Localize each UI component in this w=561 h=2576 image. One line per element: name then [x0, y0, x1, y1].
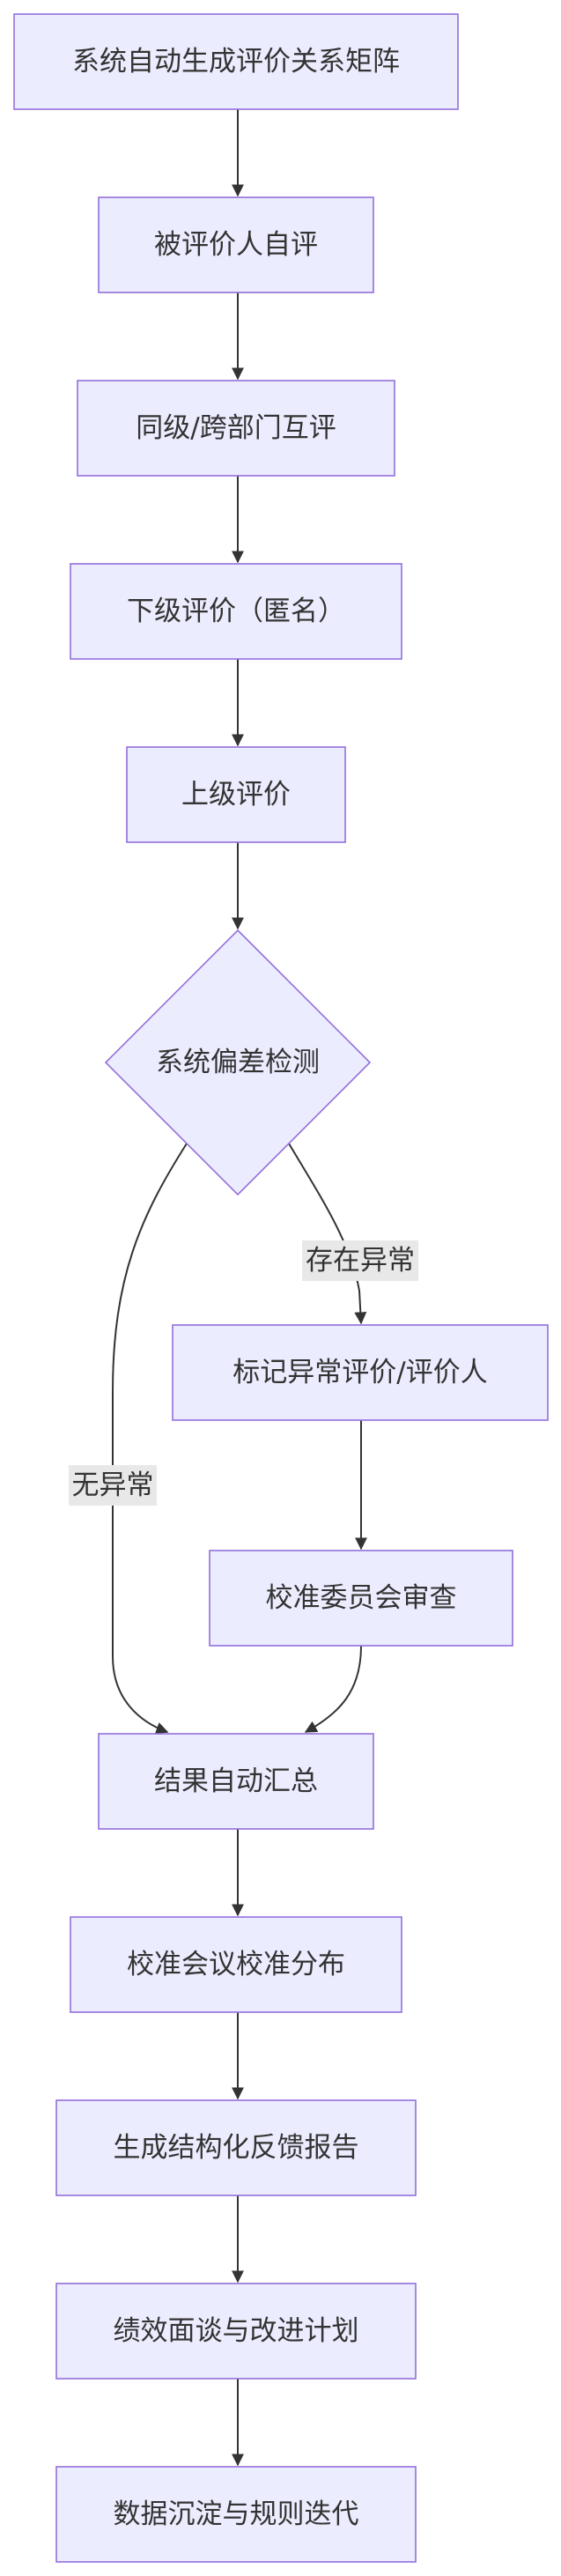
node-bias-check[interactable]: 系统偏差检测 [104, 929, 372, 1196]
node-report[interactable]: 生成结构化反馈报告 [55, 2099, 417, 2196]
node-report-label: 生成结构化反馈报告 [114, 2132, 359, 2164]
node-committee[interactable]: 校准委员会审查 [209, 1550, 513, 1647]
edge-label-abnormal-text: 存在异常 [306, 1245, 415, 1277]
node-rules[interactable]: 数据沉淀与规则迭代 [55, 2466, 417, 2563]
node-sup-eval-label: 上级评价 [181, 779, 291, 811]
node-bias-check-label: 系统偏差检测 [156, 1047, 320, 1078]
node-matrix[interactable]: 系统自动生成评价关系矩阵 [13, 13, 459, 110]
edge-check-to-flag [288, 1143, 367, 1325]
node-committee-label: 校准委员会审查 [266, 1582, 457, 1614]
node-calibration-label: 校准会议校准分布 [127, 1949, 345, 1980]
edge-committee-to-summary [304, 1645, 362, 1733]
edge-label-normal: 无异常 [69, 1465, 157, 1506]
node-rules-label: 数据沉淀与规则迭代 [114, 2498, 359, 2530]
node-self-eval-label: 被评价人自评 [154, 229, 318, 261]
node-sup-eval[interactable]: 上级评价 [126, 746, 346, 843]
node-calibration[interactable]: 校准会议校准分布 [70, 1916, 402, 2013]
node-peer-eval[interactable]: 同级/跨部门互评 [77, 380, 395, 477]
node-plan[interactable]: 绩效面谈与改进计划 [55, 2283, 417, 2380]
node-summary-label: 结果自动汇总 [154, 1765, 318, 1797]
edges [112, 109, 367, 2467]
node-plan-label: 绩效面谈与改进计划 [114, 2315, 359, 2347]
node-self-eval[interactable]: 被评价人自评 [98, 196, 374, 293]
node-matrix-label: 系统自动生成评价关系矩阵 [72, 46, 400, 78]
node-peer-eval-label: 同级/跨部门互评 [136, 412, 336, 444]
node-flag[interactable]: 标记异常评价/评价人 [172, 1324, 549, 1421]
node-sub-eval-label: 下级评价（匿名） [127, 596, 345, 627]
node-summary[interactable]: 结果自动汇总 [98, 1733, 374, 1830]
node-flag-label: 标记异常评价/评价人 [233, 1357, 487, 1388]
edge-check-to-summary [112, 1143, 188, 1735]
edge-label-abnormal: 存在异常 [302, 1240, 418, 1281]
node-sub-eval[interactable]: 下级评价（匿名） [70, 563, 402, 660]
edge-label-normal-text: 无异常 [72, 1469, 154, 1501]
